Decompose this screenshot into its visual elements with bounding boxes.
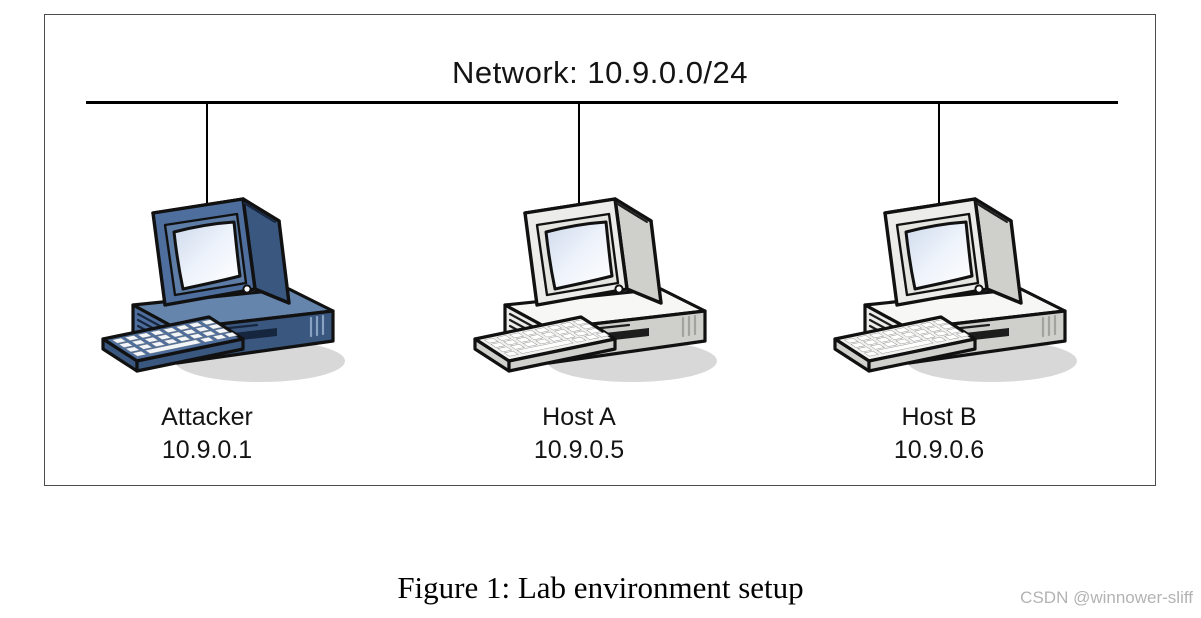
computer-icon-host-a bbox=[469, 187, 719, 397]
computer-icon-host-b bbox=[829, 187, 1079, 397]
node-ip-label: 10.9.0.5 bbox=[533, 436, 625, 464]
connection-line-host-b bbox=[938, 104, 940, 226]
node-ip-label: 10.9.0.6 bbox=[893, 436, 985, 464]
connection-line-host-a bbox=[578, 104, 580, 226]
connection-line-attacker bbox=[206, 104, 208, 226]
figure-caption: Figure 1: Lab environment setup bbox=[397, 570, 804, 605]
node-name-label: Host A bbox=[542, 403, 616, 431]
node-name-label: Attacker bbox=[161, 403, 253, 431]
watermark: CSDN @winnower-sliff bbox=[1020, 588, 1193, 607]
node-name-label: Host B bbox=[901, 403, 977, 431]
computer-icon-attacker bbox=[97, 187, 347, 397]
network-label: Network: 10.9.0.0/24 bbox=[451, 55, 749, 90]
network-bus-line bbox=[86, 101, 1118, 104]
diagram-frame: Network: 10.9.0.0/24 Attacker 10.9.0.1 H… bbox=[44, 14, 1156, 486]
node-ip-label: 10.9.0.1 bbox=[161, 436, 253, 464]
